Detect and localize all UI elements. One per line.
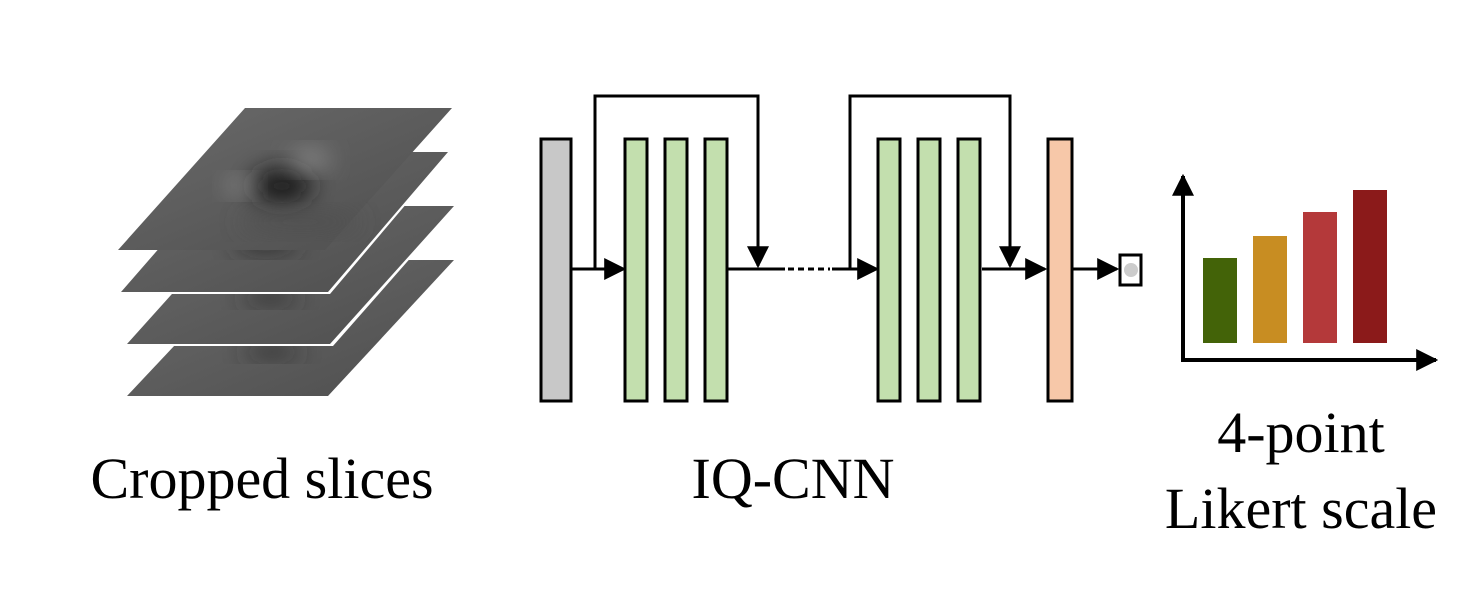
fc-layer <box>1046 137 1074 403</box>
conv-layer-2b <box>916 137 942 403</box>
likert-bar-3 <box>1303 212 1337 343</box>
conv-layer-1a <box>623 137 649 403</box>
caption-likert-line1: 4-point <box>1217 400 1385 465</box>
likert-bar-4 <box>1353 190 1387 343</box>
skip-connection-1 <box>593 94 769 269</box>
caption-iq-cnn: IQ-CNN <box>692 446 895 511</box>
slice-1 <box>118 108 452 250</box>
input-layer <box>539 137 573 403</box>
conv-layer-1c <box>703 137 729 403</box>
caption-likert-line2: Likert scale <box>1165 476 1437 541</box>
likert-bar-2 <box>1253 236 1287 343</box>
likert-bar-1 <box>1203 258 1237 343</box>
likert-bar-chart-icon <box>1172 173 1439 371</box>
conv-layer-2c <box>956 137 982 403</box>
skip-connection-2 <box>848 94 1021 269</box>
cnn-network <box>571 94 1120 280</box>
caption-cropped-slices: Cropped slices <box>90 446 433 511</box>
conv-layer-2a <box>876 137 902 403</box>
cnn-layers <box>539 137 1143 403</box>
conv-layer-1b <box>663 137 689 403</box>
output-node <box>1124 263 1138 277</box>
slices-stack-icon <box>118 108 458 398</box>
